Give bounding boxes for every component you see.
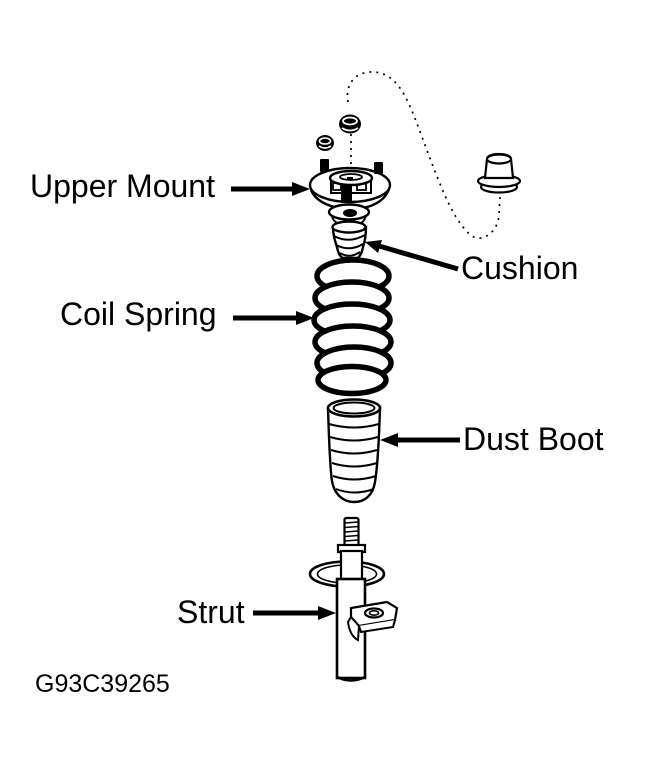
coil-spring-arrow [233, 311, 314, 325]
upper-mount-arrow [231, 182, 310, 196]
strut-label: Strut [177, 594, 245, 630]
cushion-label: Cushion [461, 250, 579, 286]
figure-code: G93C39265 [35, 670, 170, 698]
dashed-leader-curve [346, 71, 501, 240]
upper-mount-label: Upper Mount [30, 168, 215, 204]
mount-nut-large [339, 114, 361, 134]
strut-drawing [308, 516, 399, 682]
strut-arrow [253, 606, 336, 620]
mount-nut-small [316, 135, 334, 151]
coil-spring-label: Coil Spring [60, 296, 217, 332]
strut-rod-cap [476, 152, 522, 194]
cushion-drawing [331, 220, 368, 261]
upper-mount-drawing [308, 159, 392, 211]
cushion-arrow [365, 240, 459, 272]
dust-boot-arrow [380, 433, 460, 447]
dust-boot-drawing [326, 398, 382, 504]
coil-spring-drawing [311, 257, 394, 397]
dust-boot-label: Dust Boot [463, 421, 604, 457]
